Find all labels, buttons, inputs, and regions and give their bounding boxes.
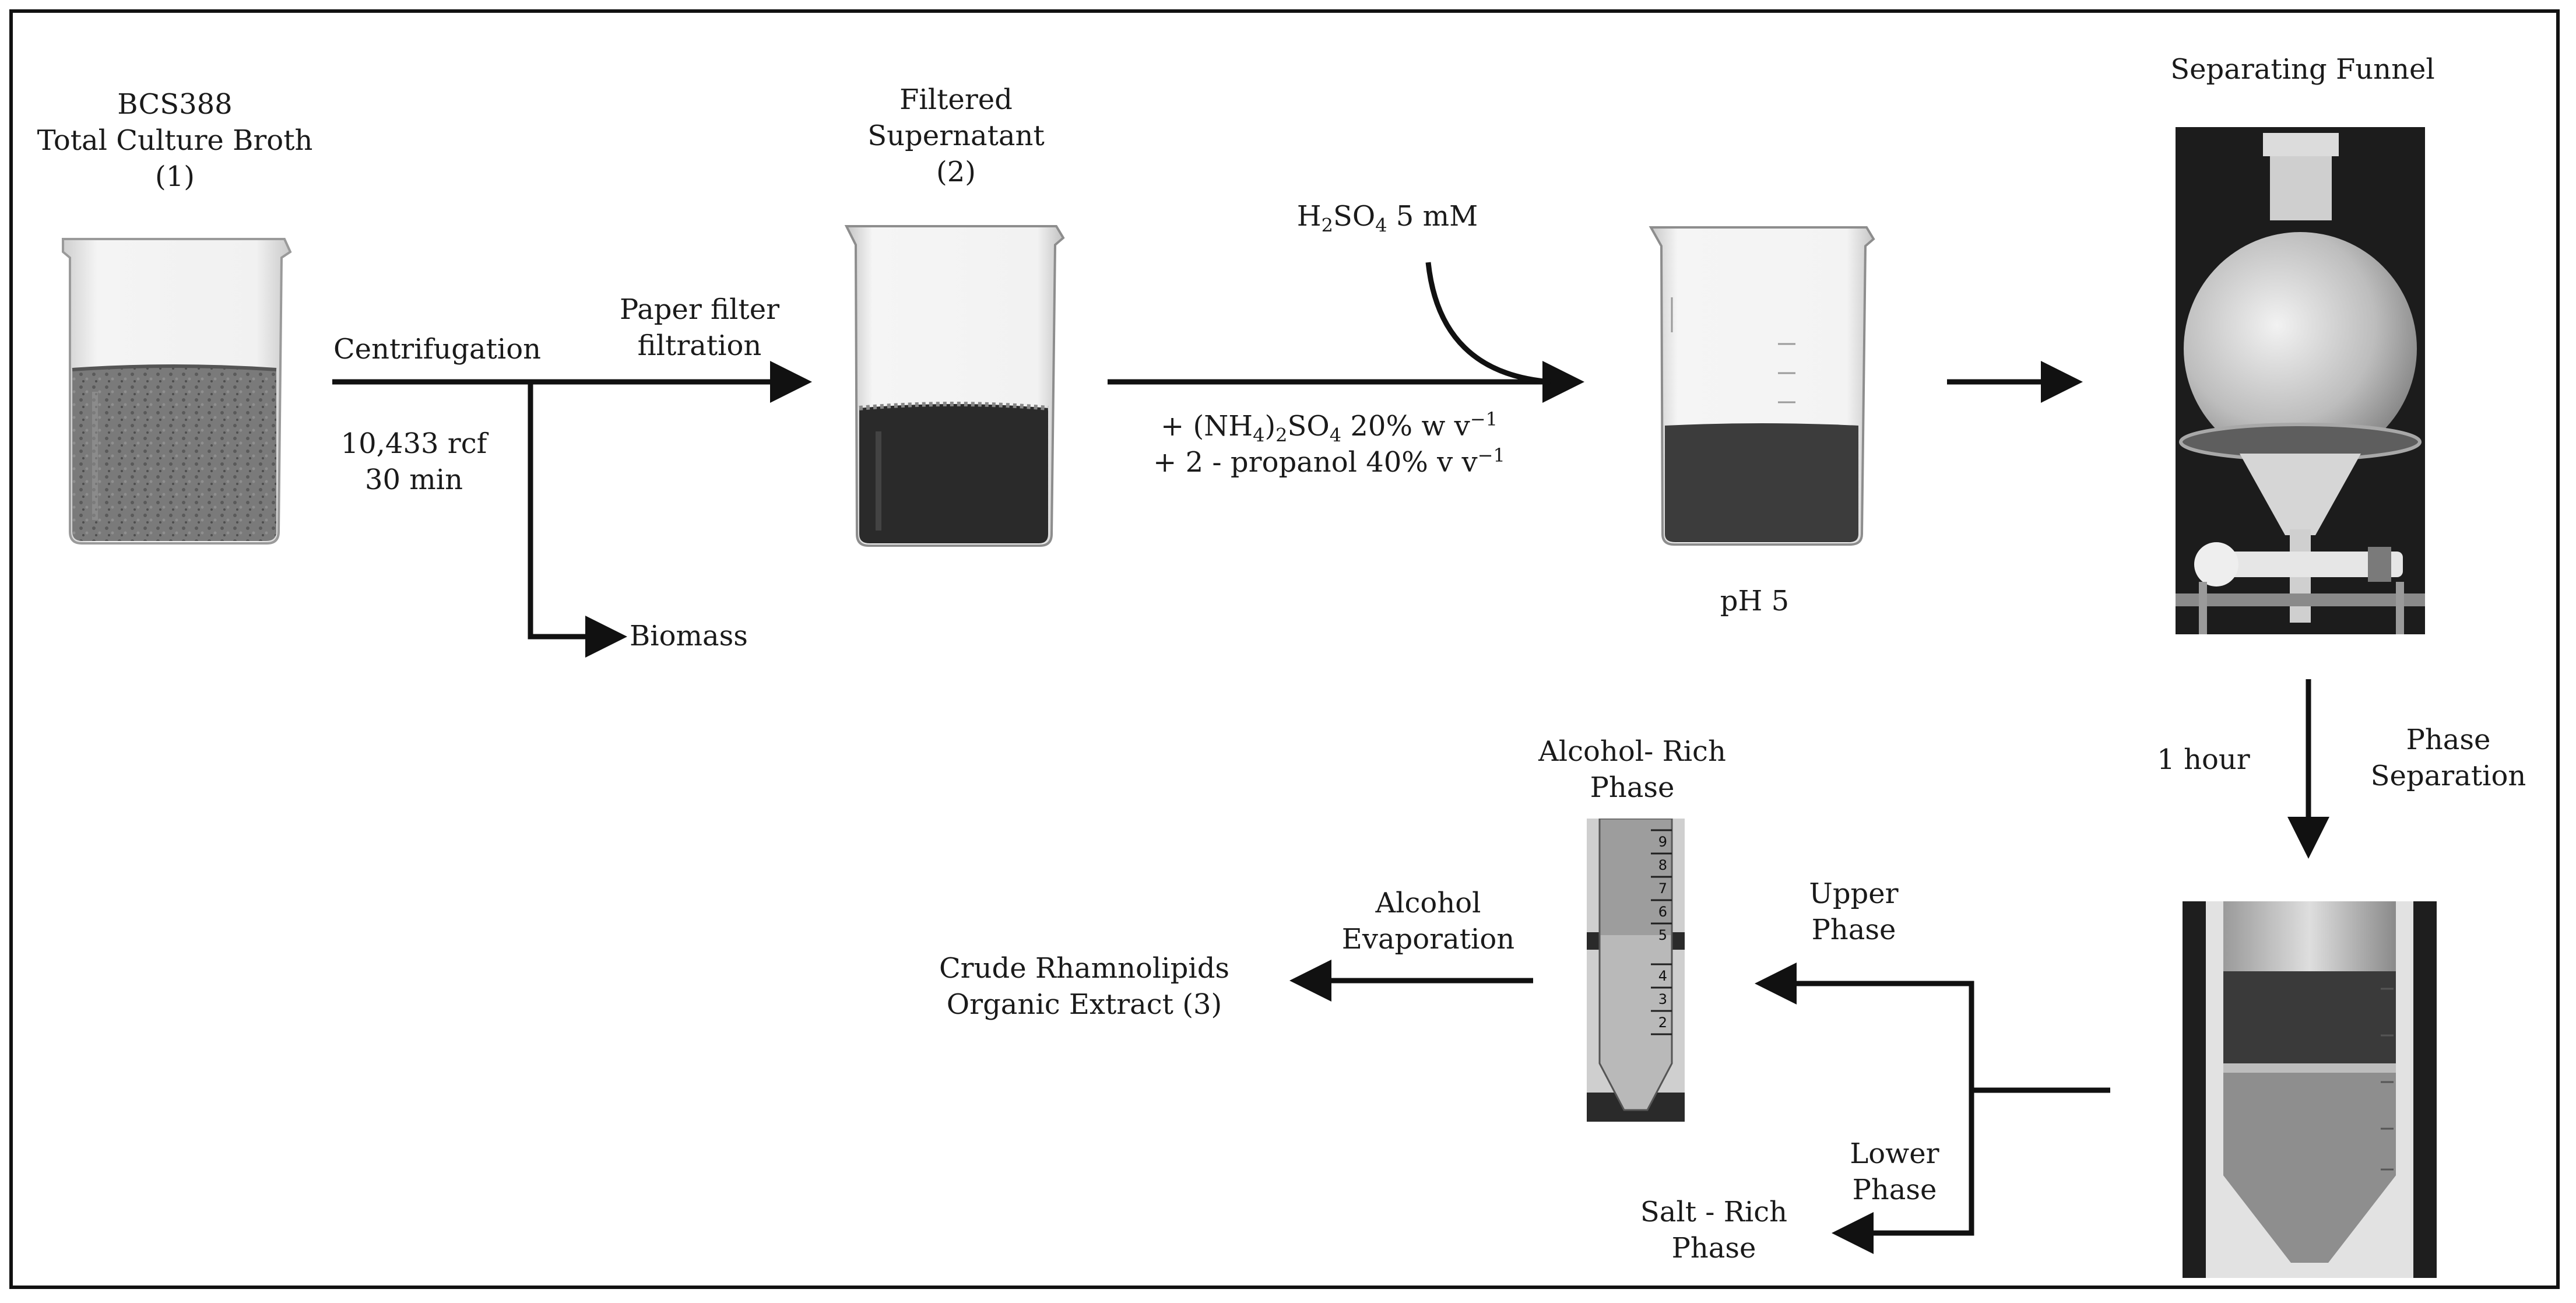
tube-scale-number: 4 xyxy=(1658,968,1667,984)
tube-scale-number: 3 xyxy=(1658,991,1667,1007)
tube-scale-number: 2 xyxy=(1658,1014,1667,1031)
label-total-culture-broth: BCS388 Total Culture Broth (1) xyxy=(37,88,313,193)
graduated-tube-photo: 9 8 7 6 5 4 3 2 xyxy=(1587,819,1685,1122)
label-ph5: pH 5 xyxy=(1720,585,1790,617)
label-centrifugation: Centrifugation xyxy=(333,333,542,366)
label-biomass: Biomass xyxy=(630,620,748,652)
label-one-hour: 1 hour xyxy=(2157,743,2250,776)
conical-tube-phases-photo xyxy=(2183,901,2437,1278)
beaker-ph5-photo xyxy=(1638,204,1890,554)
label-acid: H2SO4 5 mM xyxy=(1296,200,1478,237)
label-salt-propanol: + (NH4)2SO4 20% w v−1 + 2 - propanol 40%… xyxy=(1153,408,1505,479)
label-filtered-supernatant: Filtered Supernatant (2) xyxy=(867,83,1045,188)
label-paper-filter: Paper filter filtration xyxy=(619,293,780,362)
tube-scale-number: 8 xyxy=(1658,857,1667,873)
tube-scale-number: 5 xyxy=(1658,927,1667,943)
arrow-lower-phase xyxy=(1832,1090,1974,1254)
label-lower-phase: Lower Phase xyxy=(1850,1137,1939,1206)
label-crude-rhamnolipids: Crude Rhamnolipids Organic Extract (3) xyxy=(939,952,1230,1021)
beaker-filtered-supernatant-photo xyxy=(835,210,1073,555)
tube-scale-number: 7 xyxy=(1658,880,1667,897)
separating-funnel-photo xyxy=(2176,127,2425,634)
label-separating-funnel: Separating Funnel xyxy=(2170,53,2435,86)
label-salt-rich-phase: Salt - Rich Phase xyxy=(1640,1196,1788,1265)
label-alcohol-rich-phase: Alcohol- Rich Phase xyxy=(1538,735,1726,804)
label-upper-phase: Upper Phase xyxy=(1809,877,1899,946)
arrow-biomass xyxy=(528,382,627,658)
beaker-culture-broth-photo xyxy=(40,217,309,554)
arrow-acid-input xyxy=(1425,262,1551,385)
tube-scale-number: 6 xyxy=(1658,904,1667,920)
label-centrifugation-conditions: 10,433 rcf 30 min xyxy=(340,427,487,496)
label-phase-separation: Phase Separation xyxy=(2370,724,2526,792)
label-alcohol-evaporation: Alcohol Evaporation xyxy=(1341,887,1515,956)
tube-scale-number: 9 xyxy=(1658,834,1667,850)
diagram-frame xyxy=(9,9,2560,1289)
arrow-upper-phase xyxy=(1755,963,1974,1090)
